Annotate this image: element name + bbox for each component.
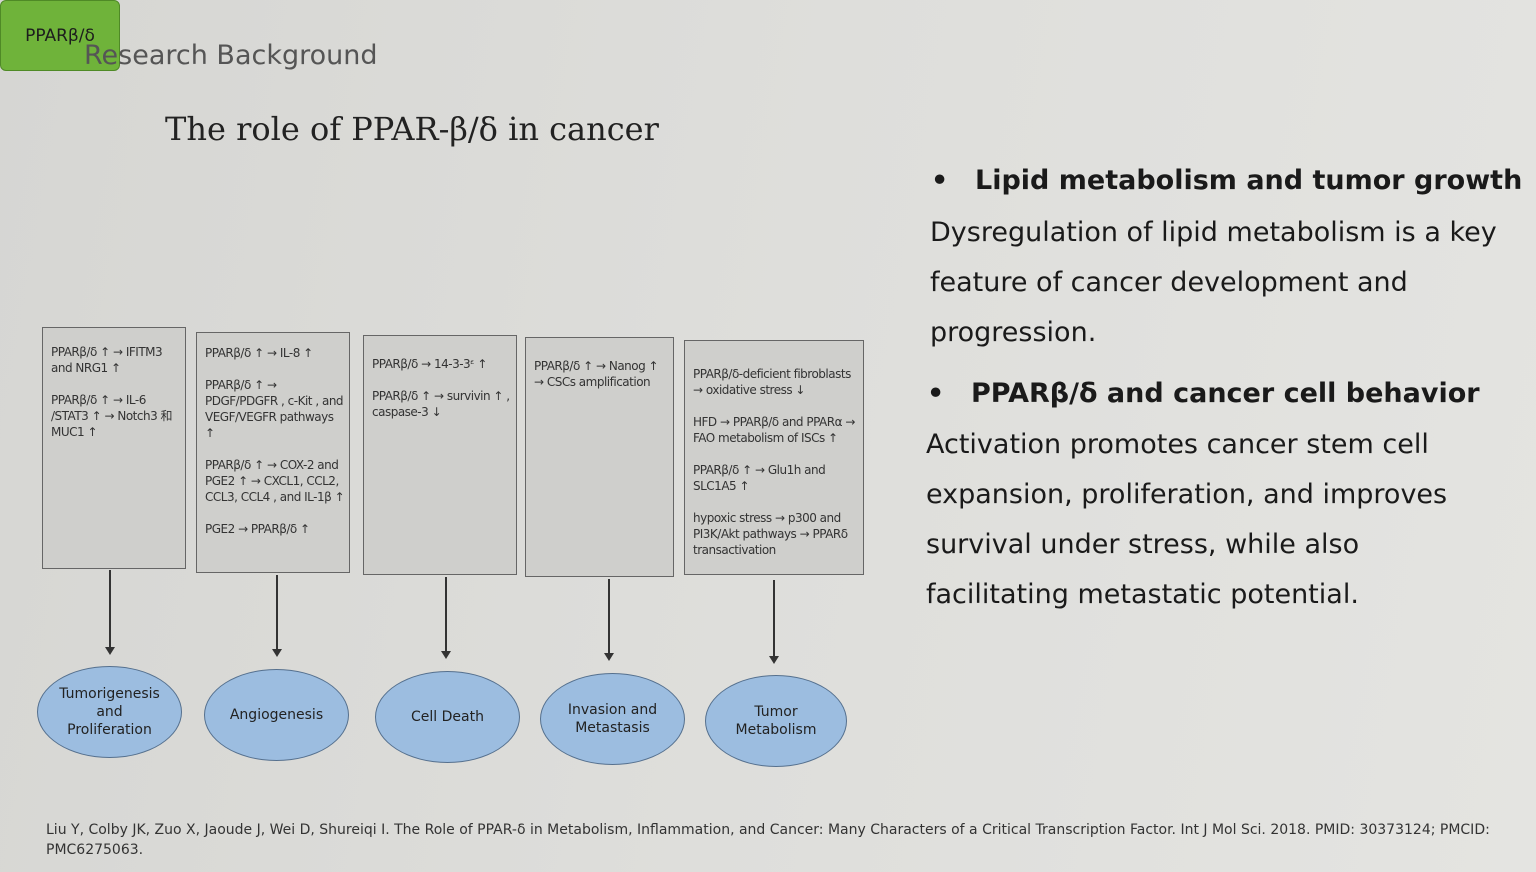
bullet-heading: Lipid metabolism and tumor growth: [931, 165, 1522, 196]
outcome-tumorigenesis: Tumorigenesis and Proliferation: [37, 666, 182, 758]
outcome-cell-death: Cell Death: [375, 671, 520, 763]
arrow-down-icon: [770, 580, 778, 664]
outcome-invasion-metastasis: Invasion and Metastasis: [540, 673, 685, 765]
mechanism-text: PPARβ/δ ↑ → PDGF/PDGFR , c-Kit , and VEG…: [205, 378, 344, 440]
bullet-text: Activation promotes cancer stem cell exp…: [926, 429, 1448, 610]
section-title: Research Background: [84, 40, 378, 71]
mechanism-text: PPARβ/δ-deficient fibroblasts → oxidativ…: [693, 367, 851, 397]
mechanism-text: hypoxic stress → p300 and PI3K/Akt pathw…: [693, 511, 848, 557]
arrow-down-icon: [442, 577, 450, 659]
mechanism-text: PPARβ/δ → 14-3-3ᵋ ↑: [372, 357, 487, 371]
outcome-angiogenesis: Angiogenesis: [204, 669, 349, 761]
citation: Liu Y, Colby JK, Zuo X, Jaoude J, Wei D,…: [46, 822, 1490, 858]
mechanism-box-cell-death: PPARβ/δ → 14-3-3ᵋ ↑ PPARβ/δ ↑ → survivin…: [363, 335, 517, 575]
mechanism-text: PPARβ/δ ↑ → IFITM3 and NRG1 ↑: [51, 345, 163, 375]
root-node-ppar: PPARβ/δ: [0, 0, 120, 71]
mechanism-box-metabolism: PPARβ/δ-deficient fibroblasts → oxidativ…: [684, 340, 864, 575]
mechanism-text: PPARβ/δ ↑ → IL-6 /STAT3 ↑ → Notch3 和 MUC…: [51, 393, 173, 439]
arrow-down-icon: [605, 579, 613, 661]
mechanism-box-angiogenesis: PPARβ/δ ↑ → IL-8 ↑ PPARβ/δ ↑ → PDGF/PDGF…: [196, 332, 350, 573]
bullet-heading: PPARβ/δ and cancer cell behavior: [927, 378, 1480, 409]
bullet-text: Dysregulation of lipid metabolism is a k…: [930, 217, 1497, 348]
mechanism-text: PPARβ/δ ↑ → survivin ↑ , caspase-3 ↓: [372, 389, 510, 419]
slide-title: The role of PPAR-β/δ in cancer: [165, 110, 659, 148]
mechanism-text: PPARβ/δ ↑ → IL-8 ↑: [205, 346, 313, 360]
mechanism-text: HFD → PPARβ/δ and PPARα → FAO metabolism…: [693, 415, 855, 445]
mechanism-text: PPARβ/δ ↑ → COX-2 and PGE2 ↑ → CXCL1, CC…: [205, 458, 345, 504]
mechanism-text: PPARβ/δ ↑ → Glu1h and SLC1A5 ↑: [693, 463, 826, 493]
arrow-down-icon: [273, 575, 281, 657]
mechanism-box-tumorigenesis: PPARβ/δ ↑ → IFITM3 and NRG1 ↑ PPARβ/δ ↑ …: [42, 327, 186, 569]
arrow-down-icon: [106, 570, 114, 655]
outcome-tumor-metabolism: Tumor Metabolism: [705, 675, 847, 767]
mechanism-text: PPARβ/δ ↑ → Nanog ↑ → CSCs amplification: [534, 359, 659, 389]
mechanism-text: PGE2 → PPARβ/δ ↑: [205, 522, 310, 536]
mechanism-box-invasion: PPARβ/δ ↑ → Nanog ↑ → CSCs amplification: [525, 337, 674, 577]
